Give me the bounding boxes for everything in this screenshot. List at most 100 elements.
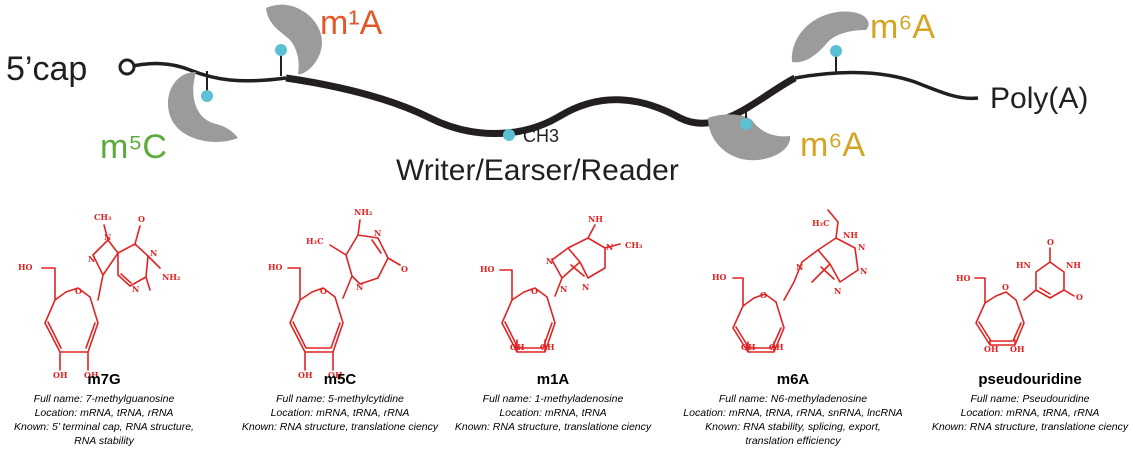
m7g-sub-label: CH₃ bbox=[94, 212, 112, 222]
m5c-info-1: Full name: 5-methylcytidine bbox=[276, 393, 404, 405]
m5c-oh2-label: OH bbox=[328, 370, 343, 380]
m6a-bottom-protein bbox=[708, 114, 791, 161]
pseudouridine-info-3: Known: RNA structure, translatione cienc… bbox=[932, 421, 1129, 433]
rna-strand-thin-right bbox=[794, 70, 979, 101]
m5c-info-3: Known: RNA structure, translatione cienc… bbox=[242, 421, 439, 433]
m5c-h3c-label: H₃C bbox=[306, 236, 323, 246]
ch3-legend-dot bbox=[503, 129, 515, 141]
m6a-ho-label: HO bbox=[712, 272, 727, 282]
m7g-nh2-label: NH₂ bbox=[162, 272, 181, 282]
structure-m7g: CH₃ O N N N N NH₂ HO O OH OH bbox=[18, 212, 181, 380]
m5c-nh2-label: NH₂ bbox=[354, 207, 373, 217]
m1a-info-2: Location: mRNA, tRNA bbox=[499, 407, 606, 419]
m1a-n3-label: N bbox=[582, 282, 589, 292]
m6a-top-site bbox=[791, 11, 869, 74]
pseudouridine-name: pseudouridine bbox=[978, 371, 1081, 388]
pseudo-nh-label: NH bbox=[1066, 260, 1081, 270]
m6a-info-1: Full name: N6-methyladenosine bbox=[719, 393, 867, 405]
m6a-n3-label: N bbox=[860, 266, 867, 276]
m7g-n1-label: N bbox=[104, 232, 111, 242]
m6a-info-2: Location: mRNA, tRNA, rRNA, snRNA, lncRN… bbox=[683, 407, 902, 419]
m6a-bottom-label: m⁶A bbox=[800, 126, 865, 164]
pseudo-o2-label: O bbox=[1076, 292, 1083, 302]
pseudo-oh2-label: OH bbox=[1010, 344, 1025, 354]
m6a-nh-label: NH bbox=[843, 230, 858, 240]
pseudo-ho-label: HO bbox=[956, 273, 971, 283]
m7g-name: m7G bbox=[87, 371, 120, 388]
structure-m6a: H₃C NH N N N N HO O OH OH bbox=[712, 209, 867, 353]
m7g-n4-label: N bbox=[132, 284, 139, 294]
m6a-info-3: Known: RNA stability, splicing, export, bbox=[705, 421, 881, 433]
m1a-nh-label: NH bbox=[588, 214, 603, 224]
m1a-ho-label: HO bbox=[480, 264, 495, 274]
m6a-bottom-site bbox=[708, 112, 791, 161]
pseudo-hn-label: HN bbox=[1016, 260, 1031, 270]
roles-legend-label: Writer/Earser/Reader bbox=[396, 154, 679, 187]
pseudo-ring-o-label: O bbox=[1002, 282, 1009, 292]
m5c-name: m5C bbox=[324, 371, 357, 388]
structure-m1a: NH CH₃ N N N N HO O OH OH bbox=[480, 214, 643, 353]
m1a-ring-o-label: O bbox=[531, 286, 538, 296]
m6a-top-protein bbox=[791, 11, 869, 63]
m5c-info-2: Location: mRNA, tRNA, rRNA bbox=[271, 407, 410, 419]
m7g-o-label: O bbox=[138, 214, 145, 224]
m6a-name: m6A bbox=[777, 371, 810, 388]
m7g-n2-label: N bbox=[88, 254, 95, 264]
m1a-name: m1A bbox=[537, 371, 570, 388]
m6a-n1-label: N bbox=[858, 242, 865, 252]
m1a-oh2-label: OH bbox=[540, 342, 555, 352]
m1a-ch3-label: CH₃ bbox=[625, 240, 643, 250]
m1a-label: m¹A bbox=[320, 4, 383, 42]
structure-pseudouridine: O HN NH O HO O OH OH bbox=[956, 237, 1083, 354]
m7g-info-3: Known: 5’ terminal cap, RNA structure, bbox=[14, 421, 194, 433]
m5c-ho-label: HO bbox=[268, 262, 283, 272]
m5c-o-label: O bbox=[401, 264, 408, 274]
m6a-top-label: m⁶A bbox=[870, 8, 935, 46]
m7g-info-4: RNA stability bbox=[74, 435, 134, 447]
pseudouridine-info-2: Location: mRNA, tRNA, rRNA bbox=[961, 407, 1100, 419]
m5c-oh1-label: OH bbox=[298, 370, 313, 380]
m6a-h3c-label: H₃C bbox=[812, 218, 829, 228]
pseudo-o1-label: O bbox=[1047, 237, 1054, 247]
m5c-n1-label: N bbox=[374, 228, 381, 238]
m6a-n2-label: N bbox=[796, 262, 803, 272]
rna-strand bbox=[118, 58, 979, 137]
m6a-ring-o-label: O bbox=[760, 290, 767, 300]
m6a-oh2-label: OH bbox=[769, 342, 784, 352]
rna-strand-thin-left bbox=[127, 61, 287, 83]
structure-m5c: NH₂ H₃C N N O HO O OH OH bbox=[268, 207, 408, 380]
m6a-top-methyl-dot bbox=[830, 45, 842, 57]
m1a-info-1: Full name: 1-methyladenosine bbox=[483, 393, 624, 405]
m5c-n2-label: N bbox=[356, 282, 363, 292]
m7g-oh1-label: OH bbox=[53, 370, 68, 380]
m1a-protein bbox=[266, 4, 322, 75]
m6a-n4-label: N bbox=[834, 286, 841, 296]
m1a-n4-label: N bbox=[560, 284, 567, 294]
m7g-n3-label: N bbox=[150, 248, 157, 258]
m1a-oh1-label: OH bbox=[510, 342, 525, 352]
m6a-bottom-methyl-dot bbox=[740, 118, 752, 130]
pseudouridine-info-1: Full name: Pseudouridine bbox=[970, 393, 1089, 405]
m1a-methyl-dot bbox=[275, 44, 287, 56]
cap-label: 5’cap bbox=[6, 50, 87, 88]
m5c-ring-o-label: O bbox=[320, 286, 327, 296]
m6a-oh1-label: OH bbox=[741, 342, 756, 352]
polya-label: Poly(A) bbox=[990, 82, 1088, 115]
m7g-oh2-label: OH bbox=[84, 370, 99, 380]
molecule-captions: m7G Full name: 7-methylguanosine Locatio… bbox=[14, 371, 1129, 447]
m6a-info-4: translation efficiency bbox=[745, 435, 841, 447]
m5c-protein bbox=[167, 72, 238, 142]
m5c-site bbox=[167, 71, 238, 142]
m7g-ring-o-label: O bbox=[75, 286, 82, 296]
ch3-legend-label: CH3 bbox=[523, 126, 559, 146]
m1a-info-3: Known: RNA structure, translatione cienc… bbox=[455, 421, 652, 433]
m5c-label: m⁵C bbox=[100, 128, 167, 166]
m1a-n2-label: N bbox=[546, 256, 553, 266]
m7g-info-2: Location: mRNA, tRNA, rRNA bbox=[35, 407, 174, 419]
m1a-n1-label: N bbox=[606, 242, 613, 252]
m1a-site bbox=[266, 4, 322, 76]
m7g-info-1: Full name: 7-methylguanosine bbox=[34, 393, 175, 405]
m7g-ho-label: HO bbox=[18, 262, 33, 272]
m5c-methyl-dot bbox=[201, 90, 213, 102]
